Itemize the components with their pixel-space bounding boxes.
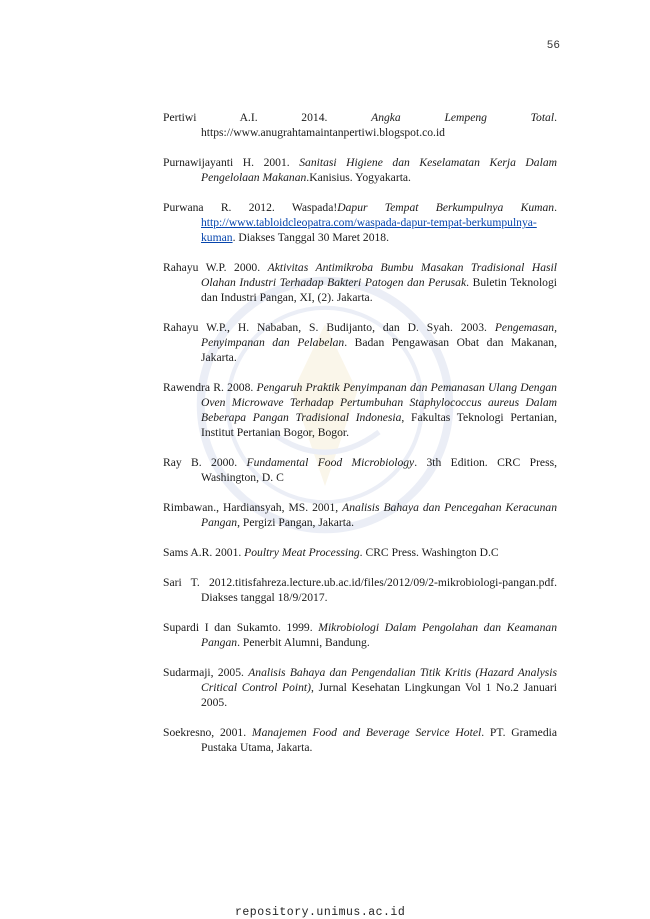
- reference-text: . Badan Pengawasan Obat dan Makanan, Jak…: [201, 336, 557, 364]
- reference-text: Rahayu W.P. 2000.: [163, 261, 268, 274]
- reference-title: Fundamental Food Microbiology: [246, 456, 415, 469]
- reference-text: Purwana R. 2012. Waspada!: [163, 201, 338, 214]
- reference-text: Sudarmaji, 2005.: [163, 666, 249, 679]
- reference-entry: Sari T. 2012.titisfahreza.lecture.ub.ac.…: [163, 575, 557, 605]
- repository-footer: repository.unimus.ac.id: [235, 906, 406, 919]
- reference-entry: Purwana R. 2012. Waspada!Dapur Tempat Be…: [163, 201, 557, 244]
- reference-text: , Jurnal Kesehatan Lingkungan Vol 1 No.2…: [201, 681, 557, 709]
- page-number: 56: [546, 40, 560, 52]
- reference-text: . Diakses Tanggal 30 Maret 2018.: [232, 231, 389, 244]
- reference-entry: Rahayu W.P. 2000. Aktivitas Antimikroba …: [163, 260, 557, 305]
- reference-entry: Pertiwi A.I. 2014. Angka Lempeng Total. …: [163, 110, 557, 140]
- reference-entry: Ray B. 2000. Fundamental Food Microbiolo…: [163, 455, 557, 485]
- reference-title: Analisis Bahaya dan Pencegahan Keracunan…: [201, 501, 557, 529]
- reference-title: Pengaruh Praktik Penyimpanan dan Pemanas…: [201, 381, 557, 424]
- reference-entry: Soekresno, 2001. Manajemen Food and Beve…: [163, 725, 557, 755]
- reference-title: Aktivitas Antimikroba Bumbu Masakan Trad…: [201, 261, 557, 289]
- reference-title: Pengemasan, Penyimpanan dan Pelabelan: [201, 321, 557, 349]
- reference-entry: Supardi I dan Sukamto. 1999. Mikrobiolog…: [163, 620, 557, 650]
- reference-title: Poultry Meat Processing: [244, 546, 360, 559]
- reference-title: Angka Lempeng Total: [371, 111, 555, 124]
- reference-text: Rimbawan., Hardiansyah, MS. 2001,: [163, 501, 343, 514]
- reference-text: Purnawijayanti H. 2001.: [163, 156, 300, 169]
- reference-text: Pertiwi A.I. 2014.: [163, 111, 372, 124]
- reference-text: . PT. Gramedia Pustaka Utama, Jakarta.: [201, 726, 557, 754]
- reference-text: . Penerbit Alumni, Bandung.: [237, 636, 370, 649]
- reference-text: . https://www.anugrahtamaintanpertiwi.bl…: [201, 111, 557, 139]
- reference-text: Rawendra R. 2008.: [163, 381, 257, 394]
- reference-title: Manajemen Food and Beverage Service Hote…: [251, 726, 482, 739]
- reference-text: . 3th Edition. CRC Press, Washington, D.…: [201, 456, 558, 484]
- reference-text: . CRC Press. Washington D.C: [359, 546, 499, 559]
- reference-text: Rahayu W.P., H. Nababan, S. Budijanto, d…: [163, 321, 495, 334]
- reference-entry: Sudarmaji, 2005. Analisis Bahaya dan Pen…: [163, 665, 557, 710]
- reference-title: Mikrobiologi Dalam Pengolahan dan Keaman…: [201, 621, 557, 649]
- reference-text: Supardi I dan Sukamto. 1999.: [163, 621, 319, 634]
- reference-text: Ray B. 2000.: [163, 456, 247, 469]
- university-seal-watermark: [196, 276, 454, 534]
- reference-entry: Rahayu W.P., H. Nababan, S. Budijanto, d…: [163, 320, 557, 365]
- reference-text: Sari T. 2012.titisfahreza.lecture.ub.ac.…: [163, 576, 557, 604]
- reference-text: Sams A.R. 2001.: [163, 546, 245, 559]
- reference-title: Sanitasi Higiene dan Keselamatan Kerja D…: [201, 156, 557, 184]
- reference-text: , Pergizi Pangan, Jakarta.: [237, 516, 355, 529]
- reference-text: . Buletin Teknologi dan Industri Pangan,…: [201, 276, 557, 304]
- reference-text: Soekresno, 2001.: [163, 726, 252, 739]
- reference-title: Analisis Bahaya dan Pengendalian Titik K…: [201, 666, 557, 694]
- reference-entry: Sams A.R. 2001. Poultry Meat Processing.…: [163, 545, 557, 560]
- reference-entry: Rimbawan., Hardiansyah, MS. 2001, Analis…: [163, 500, 557, 530]
- reference-entry: Rawendra R. 2008. Pengaruh Praktik Penyi…: [163, 380, 557, 440]
- reference-list: Pertiwi A.I. 2014. Angka Lempeng Total. …: [163, 110, 557, 770]
- reference-title: Dapur Tempat Berkumpulnya Kuman: [337, 201, 555, 214]
- reference-link[interactable]: http://www.tabloidcleopatra.com/waspada-…: [201, 216, 537, 244]
- reference-entry: Purnawijayanti H. 2001. Sanitasi Higiene…: [163, 155, 557, 185]
- reference-text: , Fakultas Teknologi Pertanian, Institut…: [201, 411, 557, 439]
- reference-text: .Kanisius. Yogyakarta.: [306, 171, 411, 184]
